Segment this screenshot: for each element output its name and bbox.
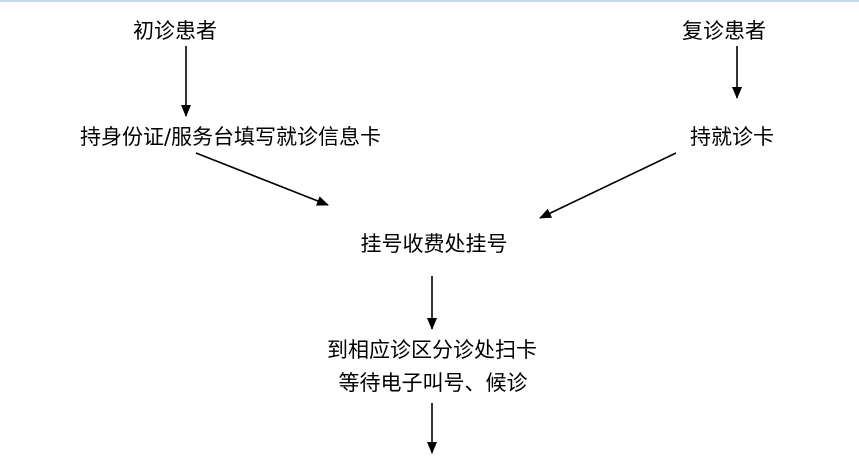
arrow-holdcard-to-register: [539, 152, 677, 219]
node-return-patient: 复诊患者: [682, 19, 766, 43]
node-scan-card: 到相应诊区分诊处扫卡: [327, 338, 537, 362]
node-hold-card: 持就诊卡: [690, 125, 774, 149]
node-wait-call: 等待电子叫号、候诊: [338, 371, 528, 395]
top-divider: [0, 0, 859, 2]
node-new-patient: 初诊患者: [133, 19, 217, 43]
node-fill-card: 持身份证/服务台填写就诊信息卡: [79, 125, 382, 149]
node-register: 挂号收费处挂号: [360, 232, 508, 256]
arrow-fillcard-to-register: [195, 152, 329, 206]
